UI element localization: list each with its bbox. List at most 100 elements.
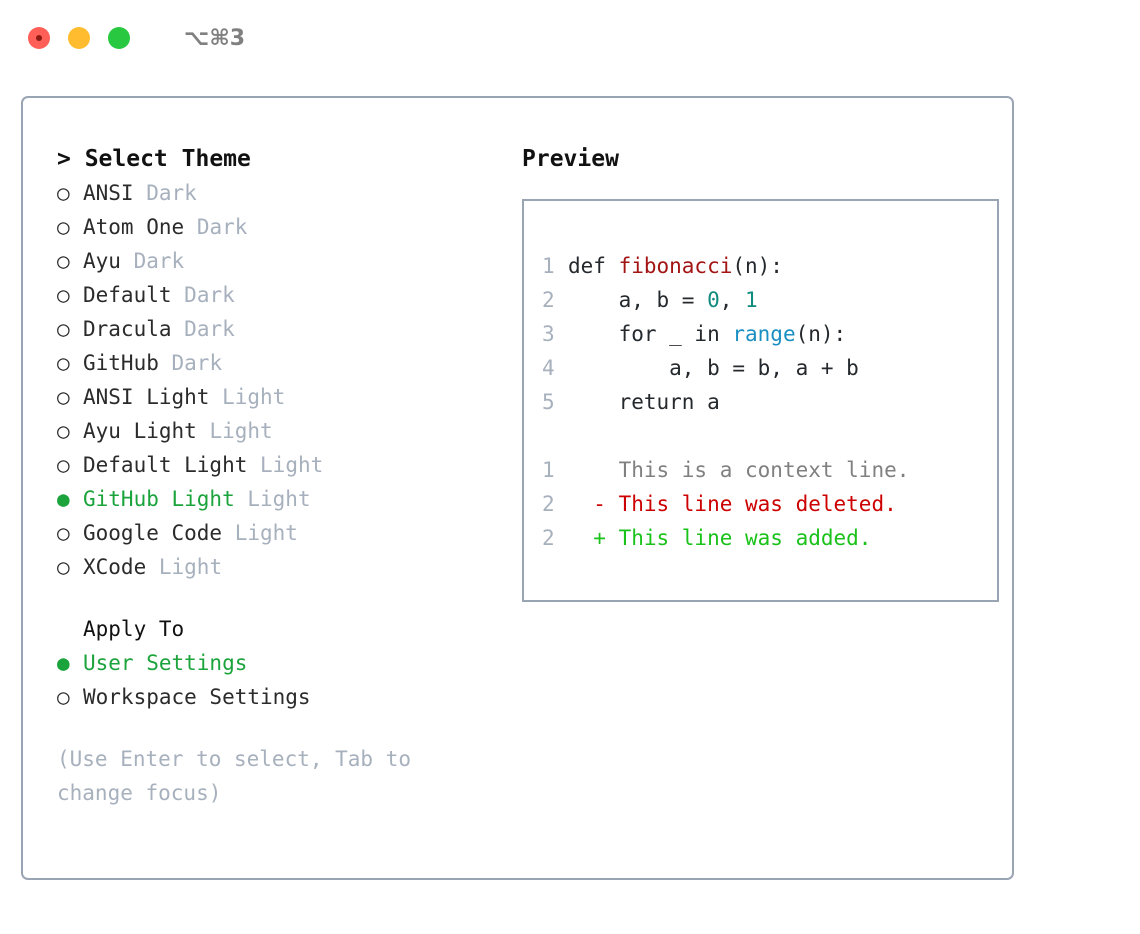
minimize-button[interactable] (68, 27, 90, 49)
theme-option[interactable]: ○Google Code Light (57, 516, 499, 550)
line-number: 2 (542, 288, 555, 312)
theme-option-label: GitHub Light (83, 487, 235, 511)
code-token: for _ in (568, 322, 733, 346)
maximize-button[interactable] (108, 27, 130, 49)
theme-option-label: Ayu (83, 249, 121, 273)
radio-unselected-icon: ○ (57, 419, 70, 443)
diff-marker (568, 458, 619, 482)
theme-list: ○ANSI Dark○Atom One Dark○Ayu Dark○Defaul… (57, 176, 499, 584)
radio-selected-icon: ● (57, 487, 70, 511)
theme-variant-tag: Light (234, 521, 298, 545)
diff-line: 1 This is a context line. (542, 453, 997, 487)
spacer (542, 419, 997, 453)
theme-option[interactable]: ○ ANSI Light Light (57, 380, 499, 414)
line-number: 1 (542, 458, 555, 482)
theme-variant-tag: Light (222, 385, 286, 409)
theme-variant-tag: Dark (133, 249, 185, 273)
diff-sample: 1 This is a context line.2 - This line w… (542, 453, 997, 555)
theme-option[interactable]: ○ Ayu Light Light (57, 414, 499, 448)
theme-variant-tag: Light (247, 487, 311, 511)
apply-to-list: ● User Settings ○ Workspace Settings (57, 646, 499, 714)
radio-unselected-icon: ○ (57, 521, 70, 545)
theme-option-label: Atom One (83, 215, 185, 239)
theme-variant-tag: Dark (184, 317, 235, 341)
select-theme-heading: > Select Theme (57, 146, 251, 172)
theme-variant-tag: Dark (184, 283, 235, 307)
code-line: 2 a, b = 0, 1 (542, 283, 997, 317)
left-column: > Select Theme ○ANSI Dark○Atom One Dark○… (39, 142, 499, 810)
theme-variant-tag: Light (260, 453, 324, 477)
theme-option-label: Default (83, 283, 172, 307)
code-token: , (719, 288, 746, 312)
theme-variant-tag: Dark (171, 351, 223, 375)
apply-to-heading: Apply To (83, 617, 185, 641)
line-number: 1 (542, 254, 555, 278)
line-number: 3 (542, 322, 555, 346)
line-number: 2 (542, 526, 555, 550)
theme-option[interactable]: ○GitHub Dark (57, 346, 499, 380)
apply-to-option-label: User Settings (83, 651, 248, 675)
theme-variant-tag: Dark (146, 181, 197, 205)
radio-unselected-icon: ○ (57, 317, 70, 341)
diff-text: This is a context line. (618, 458, 910, 482)
radio-unselected-icon: ○ (57, 555, 70, 579)
theme-option-label: ANSI (83, 181, 134, 205)
spacer (57, 714, 499, 742)
diff-line: 2 - This line was deleted. (542, 487, 997, 521)
theme-option[interactable]: ● GitHub Light Light (57, 482, 499, 516)
code-line: 4 a, b = b, a + b (542, 351, 997, 385)
line-number: 5 (542, 390, 555, 414)
theme-option-label: Dracula (83, 317, 172, 341)
diff-text: This line was added. (618, 526, 872, 550)
code-token: def (568, 254, 619, 278)
radio-selected-icon: ● (57, 651, 70, 675)
diff-line: 2 + This line was added. (542, 521, 997, 555)
theme-option[interactable]: ○ Dracula Dark (57, 312, 499, 346)
radio-unselected-icon: ○ (57, 283, 70, 307)
keyboard-shortcut-label: ⌥⌘3 (184, 25, 246, 51)
theme-option-label: Default Light (83, 453, 248, 477)
code-token: a, b = b, a + b (568, 356, 859, 380)
theme-option-label: ANSI Light (83, 385, 210, 409)
preview-heading: Preview (522, 146, 619, 172)
theme-option[interactable]: ○ Default Dark (57, 278, 499, 312)
title-bar: ⌥⌘3 (0, 0, 1140, 76)
theme-option[interactable]: ○ XCode Light (57, 550, 499, 584)
theme-variant-tag: Light (209, 419, 273, 443)
diff-text: This line was deleted. (618, 492, 897, 516)
apply-to-option[interactable]: ○ Workspace Settings (57, 680, 499, 714)
radio-unselected-icon: ○ (57, 385, 70, 409)
apply-to-option[interactable]: ● User Settings (57, 646, 499, 680)
theme-option[interactable]: ○Ayu Dark (57, 244, 499, 278)
radio-unselected-icon: ○ (57, 351, 70, 375)
theme-option[interactable]: ○ ANSI Dark (57, 176, 499, 210)
theme-variant-tag: Light (158, 555, 223, 579)
theme-option-label: XCode (83, 555, 147, 579)
window-controls (28, 27, 130, 49)
theme-option-label: Ayu Light (83, 419, 197, 443)
code-line: 3 for _ in range(n): (542, 317, 997, 351)
keyboard-hint-text: (Use Enter to select, Tab to change focu… (57, 747, 424, 805)
theme-option[interactable]: ○Atom One Dark (57, 210, 499, 244)
code-token: (n): (732, 254, 783, 278)
code-token: (n): (795, 322, 847, 346)
code-token: a, b = (568, 288, 708, 312)
apply-to-option-label: Workspace Settings (83, 685, 311, 709)
code-token: range (732, 322, 796, 346)
code-token: return a (568, 390, 720, 414)
code-token: 1 (745, 288, 758, 312)
line-number: 4 (542, 356, 555, 380)
diff-marker: + (568, 526, 619, 550)
line-number: 2 (542, 492, 555, 516)
radio-unselected-icon: ○ (57, 685, 70, 709)
code-token: 0 (707, 288, 720, 312)
radio-unselected-icon: ○ (57, 181, 70, 205)
radio-unselected-icon: ○ (57, 453, 70, 477)
close-button[interactable] (28, 27, 50, 49)
theme-option[interactable]: ○ Default Light Light (57, 448, 499, 482)
